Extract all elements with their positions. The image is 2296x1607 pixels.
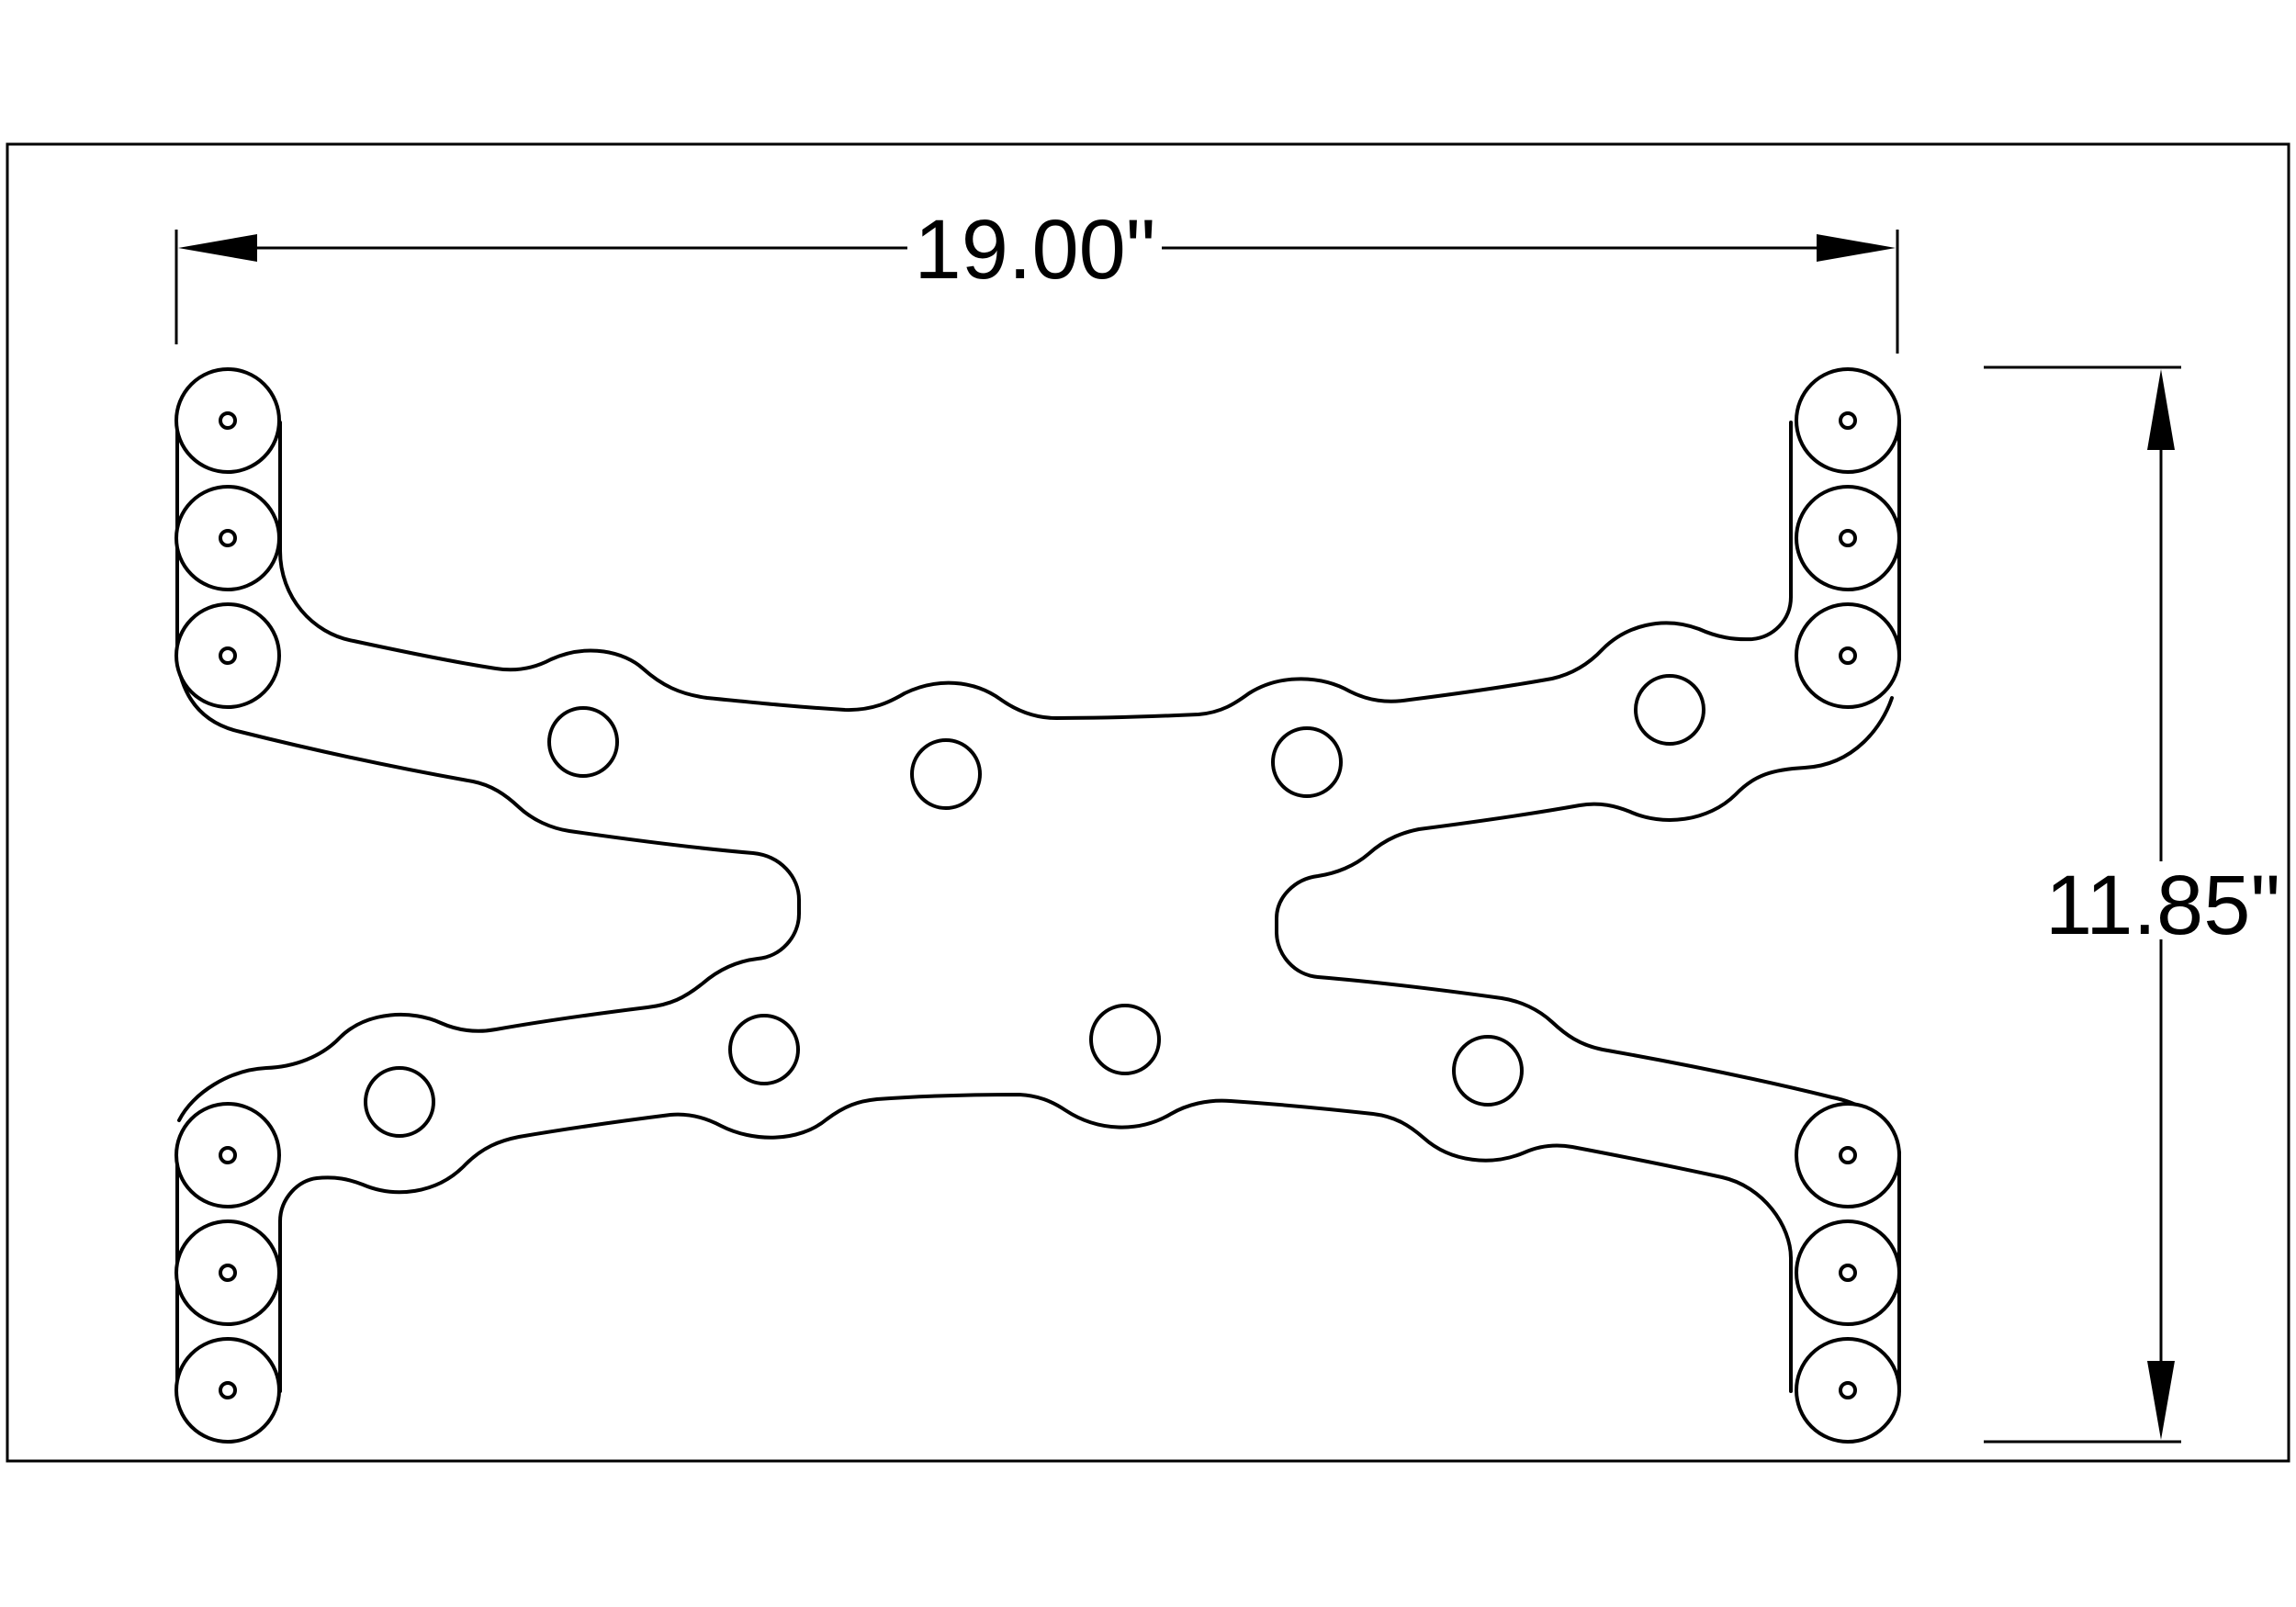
center-holes: [364, 674, 1705, 1138]
bolt-hole: [219, 1381, 237, 1399]
part-outline: [175, 421, 1901, 1393]
bolt-hole: [219, 411, 237, 430]
bolt-hole: [1839, 411, 1857, 430]
mount-hole: [1452, 1035, 1524, 1107]
bolt-hole: [219, 1264, 237, 1282]
drawing-frame: [6, 142, 2290, 1463]
bottom-left-arm-outline: [278, 1093, 1793, 1260]
mount-hole: [1634, 674, 1705, 746]
bolt-hole: [219, 529, 237, 547]
width-dimension: 19.00": [174, 203, 1899, 354]
mount-hole: [364, 1066, 435, 1138]
mount-hole: [1271, 726, 1343, 798]
bolt-hole: [1839, 646, 1857, 665]
corner-mount-pads: [174, 367, 1901, 1444]
bolt-hole: [1839, 1264, 1857, 1282]
left-upper-edge: [175, 657, 801, 1122]
width-dimension-label: 19.00": [915, 203, 1156, 297]
bolt-hole: [1839, 529, 1857, 547]
top-left-arm-outline: [278, 549, 1793, 720]
mount-hole: [547, 706, 619, 778]
height-dimension-label: 11.85": [2045, 859, 2280, 952]
mount-hole: [728, 1014, 800, 1085]
bolt-hole: [219, 646, 237, 665]
height-dimension: 11.85": [1984, 365, 2280, 1444]
bolt-hole: [219, 1146, 237, 1164]
bolt-hole: [1839, 1381, 1857, 1399]
bolt-hole: [1839, 1146, 1857, 1164]
mount-hole: [1089, 1004, 1161, 1075]
mount-hole: [910, 738, 982, 810]
right-lower-edge: [1275, 696, 1901, 1154]
